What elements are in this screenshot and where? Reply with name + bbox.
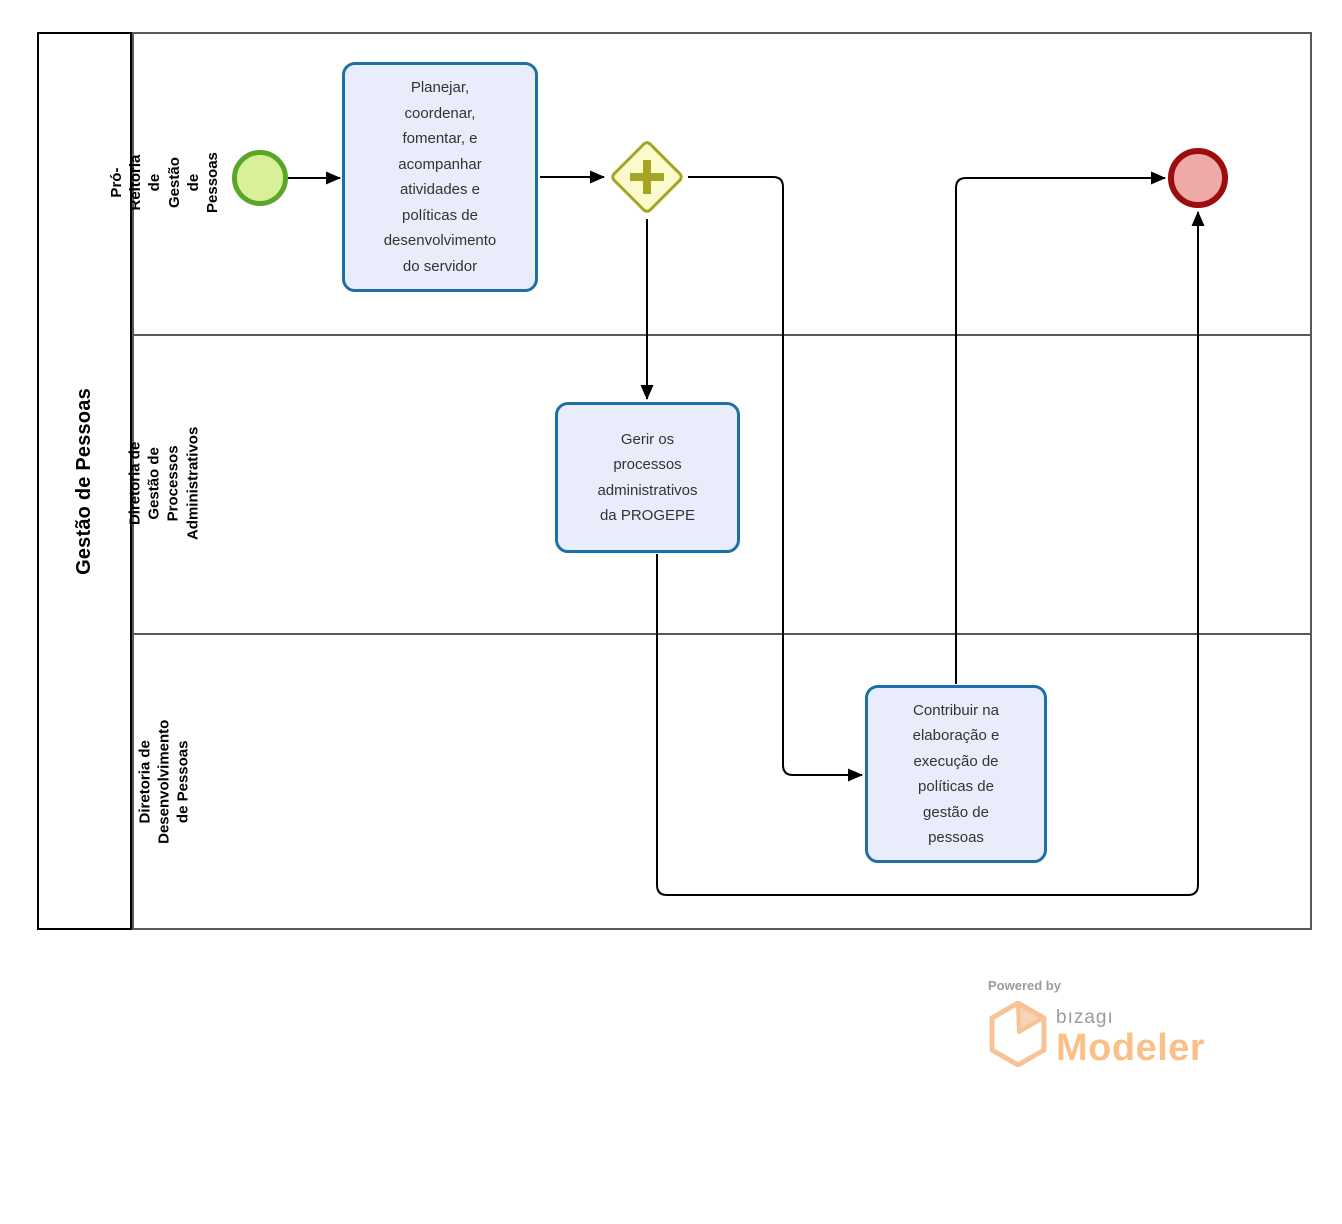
task-label: Contribuir na elaboração e execução de p…: [912, 701, 1000, 847]
bizagi-hexagon-icon: [989, 1001, 1047, 1067]
task-label: Planejar, coordenar, fomentar, e acompan…: [383, 79, 497, 275]
lane-separator-2: [132, 633, 1312, 635]
task-gerir: Gerir os processos administrativos da PR…: [555, 402, 740, 553]
bizagi-branding: Powered by bızagı Modeler: [988, 978, 1248, 1067]
task-contribuir: Contribuir na elaboração e execução de p…: [865, 685, 1047, 863]
powered-by-label: Powered by: [988, 978, 1061, 993]
flow-task-gerir-to-end: [656, 211, 1205, 896]
flow-task-contribuir-to-end: [955, 171, 1166, 684]
flow-gateway-to-task-contribuir: [688, 176, 863, 782]
task-label: Gerir os processos administrativos da PR…: [597, 430, 698, 525]
bizagi-wordmark: bızagı: [1056, 1007, 1114, 1028]
modeler-wordmark: Modeler: [1056, 1027, 1206, 1069]
plus-icon: [643, 160, 651, 194]
start-event: [232, 150, 288, 206]
parallel-gateway: [607, 137, 687, 217]
lane-separator-1: [132, 334, 1312, 336]
end-event: [1168, 148, 1228, 208]
pool-header: Gestão de Pessoas: [37, 32, 132, 930]
task-planejar: Planejar, coordenar, fomentar, e acompan…: [342, 62, 538, 292]
